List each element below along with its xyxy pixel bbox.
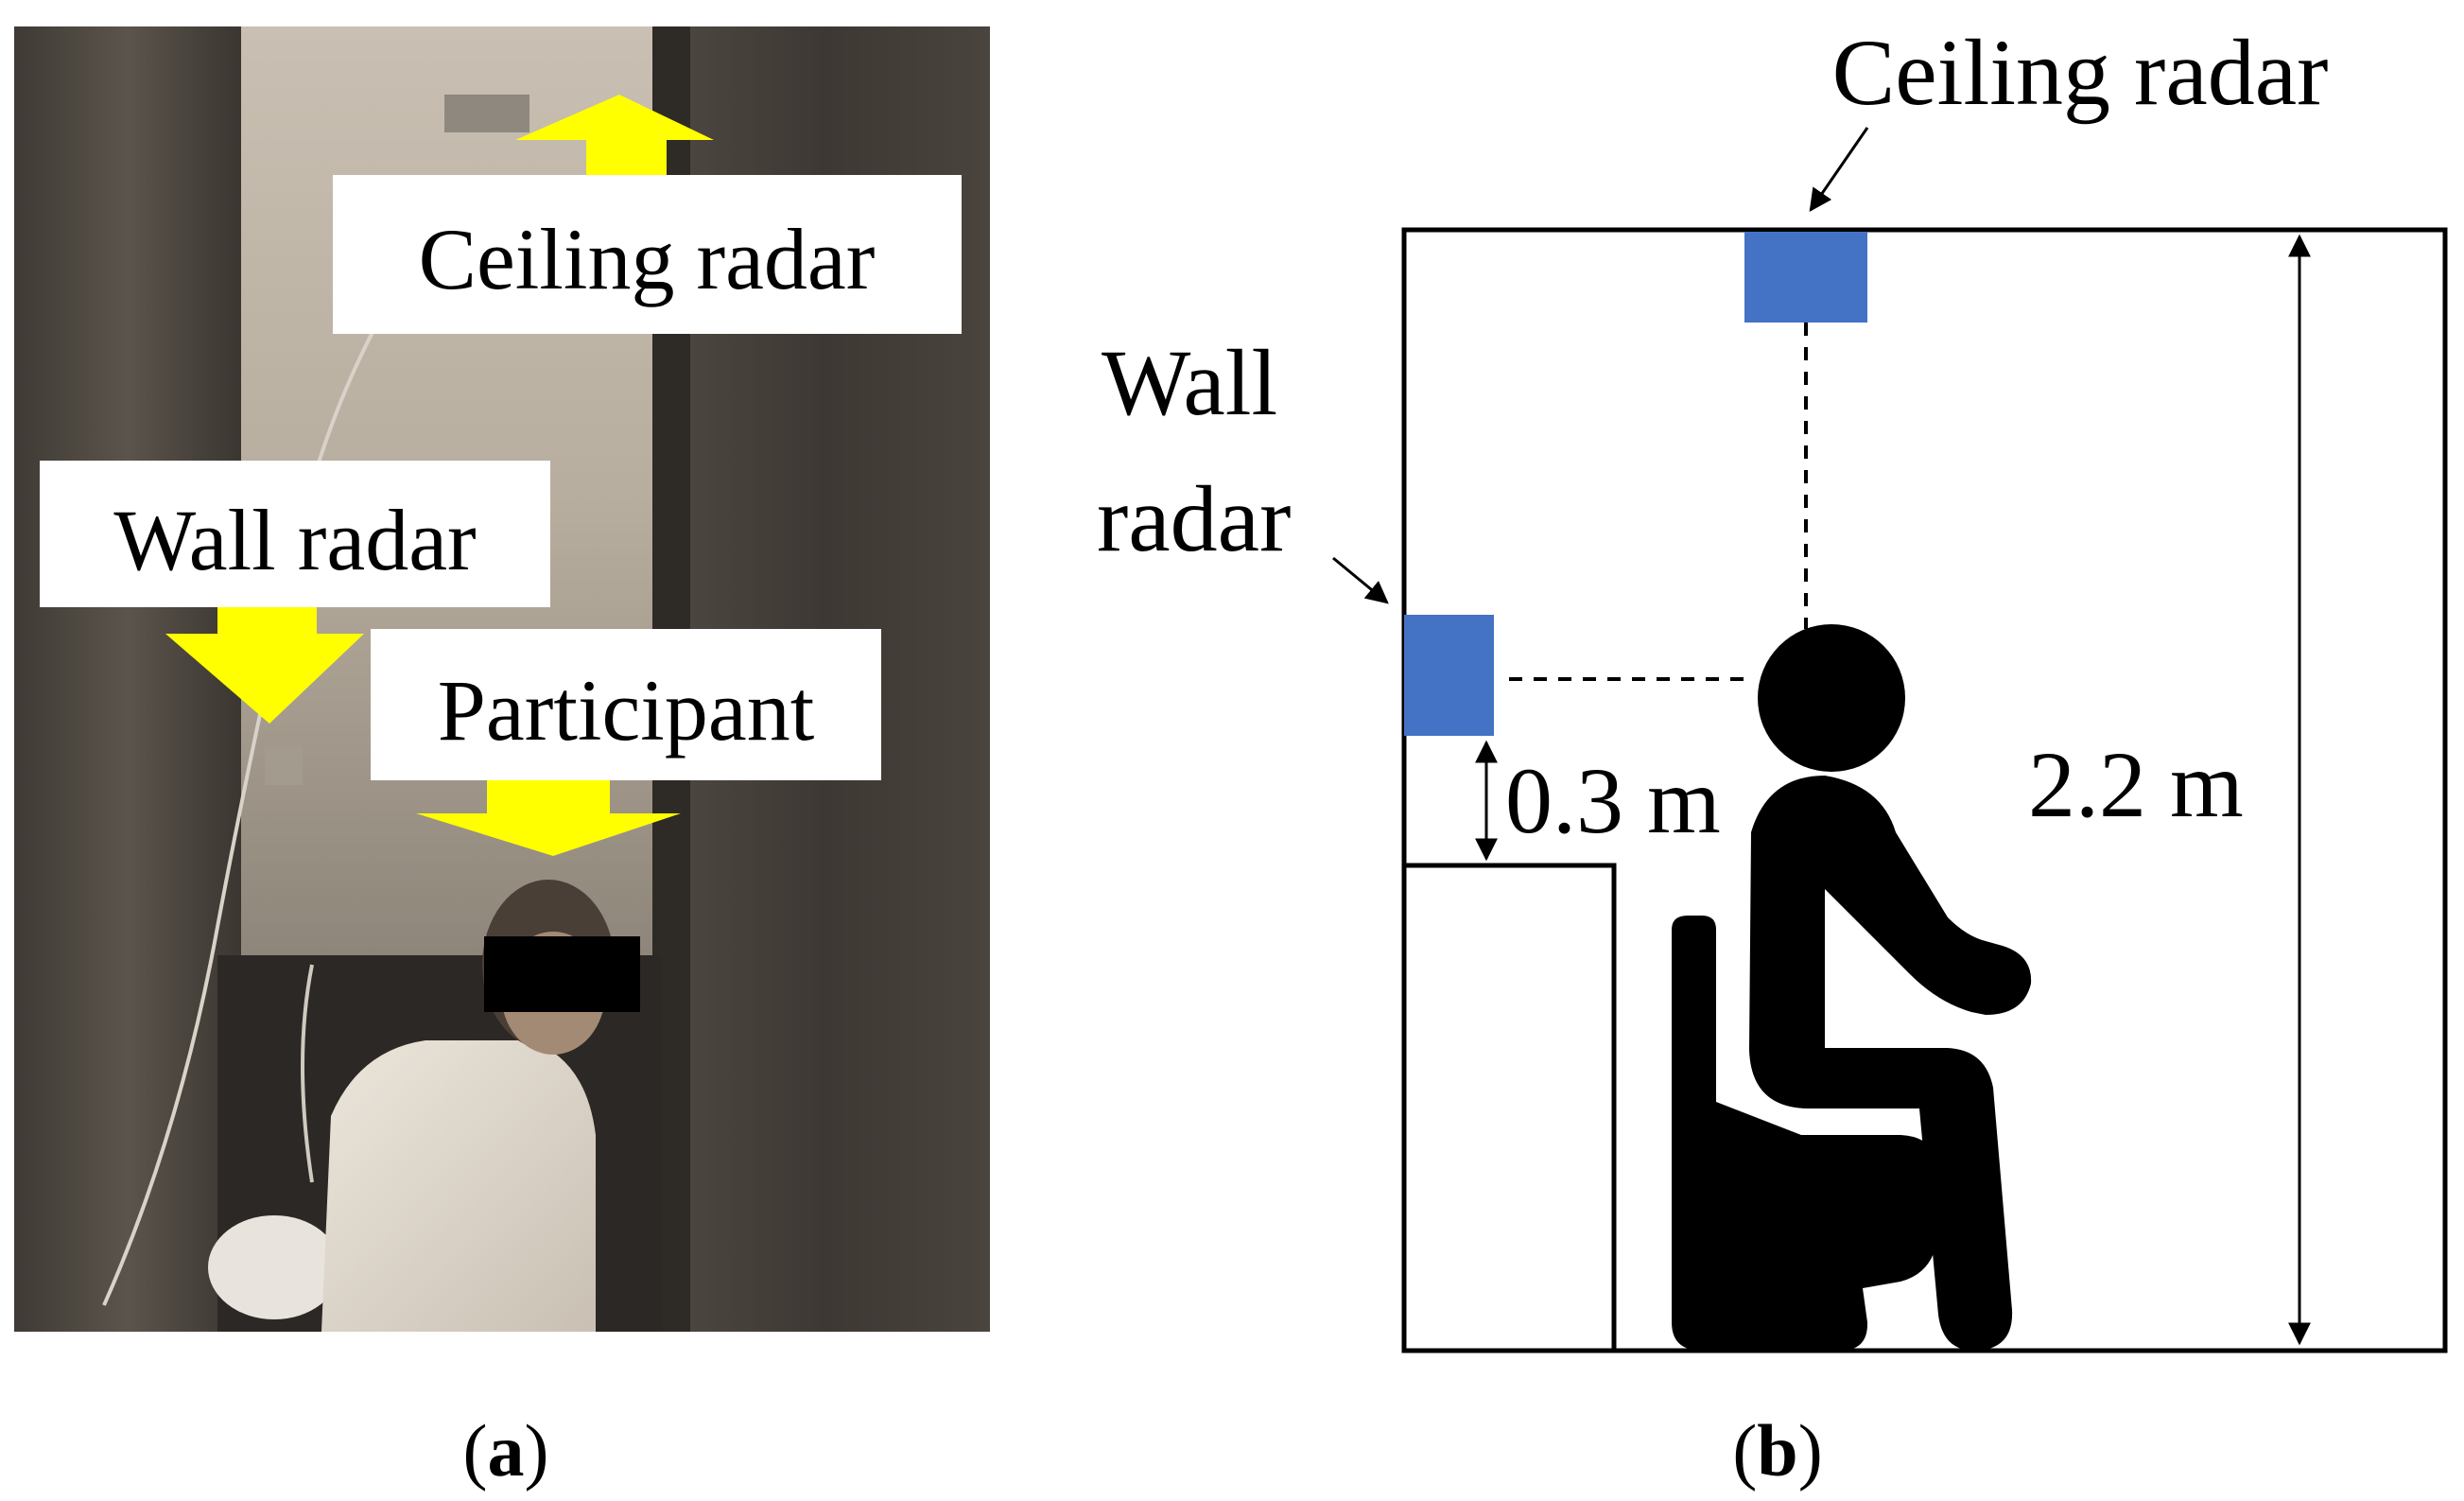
ceiling-arrow-body — [586, 140, 667, 175]
photo-toilet — [208, 1215, 340, 1319]
wall-radar-pointer — [1332, 556, 1389, 604]
photo-cable-2 — [301, 964, 314, 1183]
photo-wall-outlet — [265, 747, 303, 785]
counter-block — [1401, 863, 1617, 1353]
ceiling-radar-box — [1744, 232, 1867, 323]
caption-b: (b) — [1732, 1409, 1822, 1492]
label-ceiling-radar-b: Ceiling radar — [1832, 20, 2329, 125]
room-outline — [1401, 227, 2448, 1353]
wall-radar-box — [1404, 615, 1494, 736]
panel-b-diagram: Ceiling radar Wall radar 0.3 m 2.2 m — [1097, 20, 2448, 1353]
panel-a-participant-label: Participant — [371, 629, 881, 780]
label-wall-radar-a: Wall radar — [113, 492, 476, 588]
panel-a-wall-label: Wall radar — [40, 461, 550, 607]
panel-a-ceiling-label: Ceiling radar — [333, 175, 962, 334]
label-ceiling-radar-a: Ceiling radar — [419, 211, 876, 307]
label-dim-2-2m: 2.2 m — [2028, 732, 2244, 837]
label-wall-line1: Wall — [1102, 330, 1277, 435]
label-wall-line2: radar — [1097, 466, 1291, 571]
photo-participant-body — [321, 1040, 596, 1332]
label-participant-a: Participant — [438, 662, 815, 759]
seated-person-icon — [1672, 624, 2032, 1352]
photo-ceiling-vent — [444, 95, 529, 132]
photo-face-censor-bar — [484, 936, 640, 1012]
wall-arrow-icon — [165, 605, 364, 724]
ceiling-radar-pointer — [1809, 127, 1869, 212]
photo-left-wall — [14, 26, 241, 1332]
label-dim-0-3m: 0.3 m — [1505, 748, 1721, 853]
participant-arrow-icon — [416, 780, 681, 856]
caption-a: (a) — [463, 1409, 549, 1492]
